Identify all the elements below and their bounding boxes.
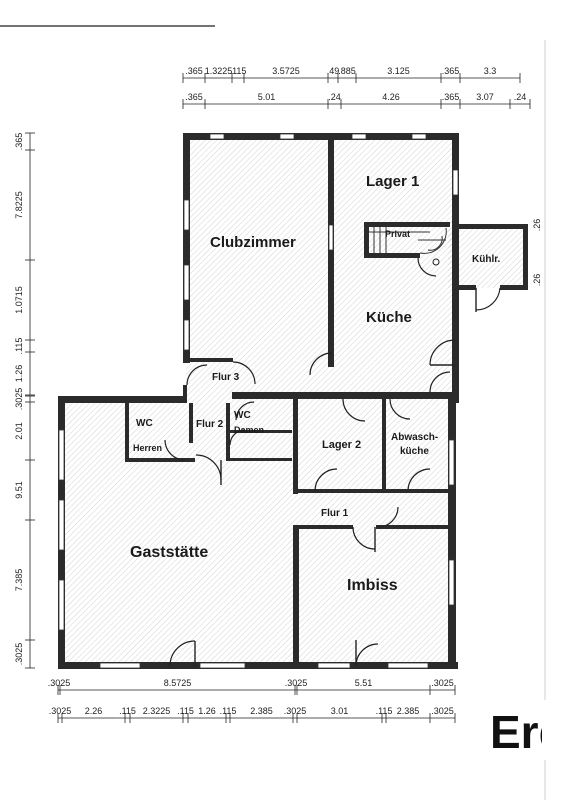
room-label-privat: Privat xyxy=(385,229,410,239)
room-label-imbiss: Imbiss xyxy=(347,577,398,594)
dim-value: .885 xyxy=(338,66,356,76)
dim-value: .3025 xyxy=(284,706,307,716)
dim-value: 7.8225 xyxy=(14,191,24,219)
room-label-flur2: Flur 2 xyxy=(196,419,224,430)
room-label-kuehlraum: Kühlr. xyxy=(472,254,501,265)
dim-value: 1.0715 xyxy=(14,286,24,314)
dim-value: .115 xyxy=(376,706,393,716)
dim-value: .115 xyxy=(14,338,24,355)
dim-value: 2.3225 xyxy=(143,706,171,716)
dim-value: .115 xyxy=(119,706,136,716)
dim-value: .24 xyxy=(514,92,527,102)
dim-value: .3025 xyxy=(49,706,72,716)
dim-value: 2.26 xyxy=(85,706,103,716)
dim-value: 2.385 xyxy=(397,706,420,716)
dim-value: 9.51 xyxy=(14,481,24,499)
dim-chain-left-lower: .3025 2.01 9.51 7.385 .3025 xyxy=(14,388,35,669)
doors xyxy=(164,257,501,667)
dim-chain-top-2: .365 5.01 .24 4.26 .365 3.07 .24 xyxy=(182,92,531,109)
dim-value: 5.01 xyxy=(258,92,276,102)
dim-value: .3025 xyxy=(431,706,454,716)
windows xyxy=(58,133,459,669)
dim-chain-bottom-2: .3025 2.26 .115 2.3225 .115 1.26 .115 2.385 .302… xyxy=(49,706,456,723)
dim-value: 3.3 xyxy=(484,66,497,76)
dim-value: 5.51 xyxy=(355,678,373,688)
dim-value: .3025 xyxy=(285,678,308,688)
room-label-herren: Herren xyxy=(133,443,162,453)
dim-value: 3.5725 xyxy=(272,66,300,76)
room-label-kueche: Küche xyxy=(366,309,412,326)
dim-value: .3025 xyxy=(14,643,24,666)
dim-value: .365 xyxy=(442,92,460,102)
room-label-gaststaette: Gaststätte xyxy=(130,544,208,561)
floor-fill xyxy=(62,137,526,668)
dim-value: .365 xyxy=(442,66,460,76)
room-labels: Clubzimmer Lager 1 Privat Kühlr. Küche F… xyxy=(130,173,501,594)
dim-value: .115 xyxy=(230,66,247,76)
dim-value: .115 xyxy=(177,706,194,716)
room-label-clubzimmer: Clubzimmer xyxy=(210,234,296,251)
dim-chain-left-upper: .365 7.8225 1.0715 .115 1.26 xyxy=(14,132,35,396)
dim-labels-right-edge: .26 .26 xyxy=(532,219,542,287)
room-label-lager1: Lager 1 xyxy=(366,173,419,190)
dim-value: 1.26 xyxy=(14,365,24,383)
dim-value: .115 xyxy=(220,706,237,716)
dim-value: 2.385 xyxy=(250,706,273,716)
dim-value: .365 xyxy=(185,92,203,102)
dim-value: 1.26 xyxy=(198,706,216,716)
dim-value: .26 xyxy=(532,274,542,287)
dim-value: .365 xyxy=(185,66,203,76)
room-label-flur1: Flur 1 xyxy=(321,508,349,519)
dim-value: 1.3225 xyxy=(205,66,233,76)
room-label-wc-damen: WC xyxy=(234,410,251,421)
dim-value: .49 xyxy=(327,66,340,76)
dim-value: 4.26 xyxy=(382,92,400,102)
dim-value: 8.5725 xyxy=(164,678,192,688)
title-cover xyxy=(542,700,565,760)
room-label-wc-herren: WC xyxy=(136,418,153,429)
dim-value: 3.125 xyxy=(387,66,410,76)
room-label-damen: Damen xyxy=(234,425,264,435)
dim-value: .3025 xyxy=(431,678,454,688)
room-label-lager2: Lager 2 xyxy=(322,439,361,451)
dim-value: 3.01 xyxy=(331,706,349,716)
dim-value: .3025 xyxy=(14,388,24,411)
dim-value: .365 xyxy=(14,133,24,151)
room-label-abwasch-2: küche xyxy=(400,446,429,457)
dim-value: .24 xyxy=(328,92,341,102)
room-label-flur3: Flur 3 xyxy=(212,372,240,383)
stairs xyxy=(369,227,447,266)
dim-value: .3025 xyxy=(48,678,71,688)
dim-value: .26 xyxy=(532,219,542,232)
room-label-abwasch-1: Abwasch- xyxy=(391,432,438,443)
dim-value: 2.01 xyxy=(14,422,24,440)
walls xyxy=(58,133,528,669)
dim-value: 3.07 xyxy=(476,92,494,102)
dim-value: 7.385 xyxy=(14,569,24,592)
dim-chain-bottom-1: .3025 8.5725 .3025 5.51 .3025 xyxy=(48,678,456,695)
